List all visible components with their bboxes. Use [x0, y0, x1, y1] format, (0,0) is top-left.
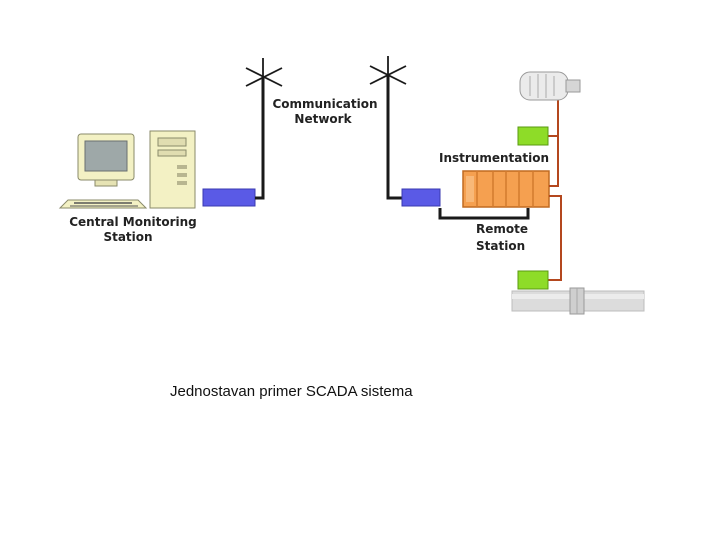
pipeline-icon	[511, 287, 645, 315]
central-station-label-line1: Central Monitoring	[69, 215, 197, 229]
figure-caption: Jednostavan primer SCADA sistema	[170, 383, 413, 400]
rtu-link-wire	[438, 208, 530, 220]
radio-antenna-icon	[245, 58, 283, 90]
remote-station-label-line2: Station	[476, 239, 525, 253]
network-wire-central	[255, 76, 265, 200]
remote-station-rtu	[462, 170, 550, 208]
network-label-line2: Network	[294, 112, 352, 126]
remote-modem	[401, 188, 441, 207]
signal-wire-top	[548, 135, 559, 187]
desktop-computer-icon	[58, 130, 196, 209]
network-label-line1: Communication	[272, 97, 377, 111]
radio-antenna-icon	[369, 56, 407, 88]
signal-wire-bottom	[548, 195, 562, 281]
electric-motor-icon	[519, 71, 581, 101]
instrumentation-label: Instrumentation	[439, 151, 549, 165]
central-modem	[202, 188, 256, 207]
central-station-label-line2: Station	[103, 230, 152, 244]
network-wire-remote	[386, 76, 402, 200]
remote-station-label-line1: Remote	[476, 222, 528, 236]
instrument-sensor-bottom	[517, 270, 549, 290]
instrument-sensor-top	[517, 126, 549, 146]
